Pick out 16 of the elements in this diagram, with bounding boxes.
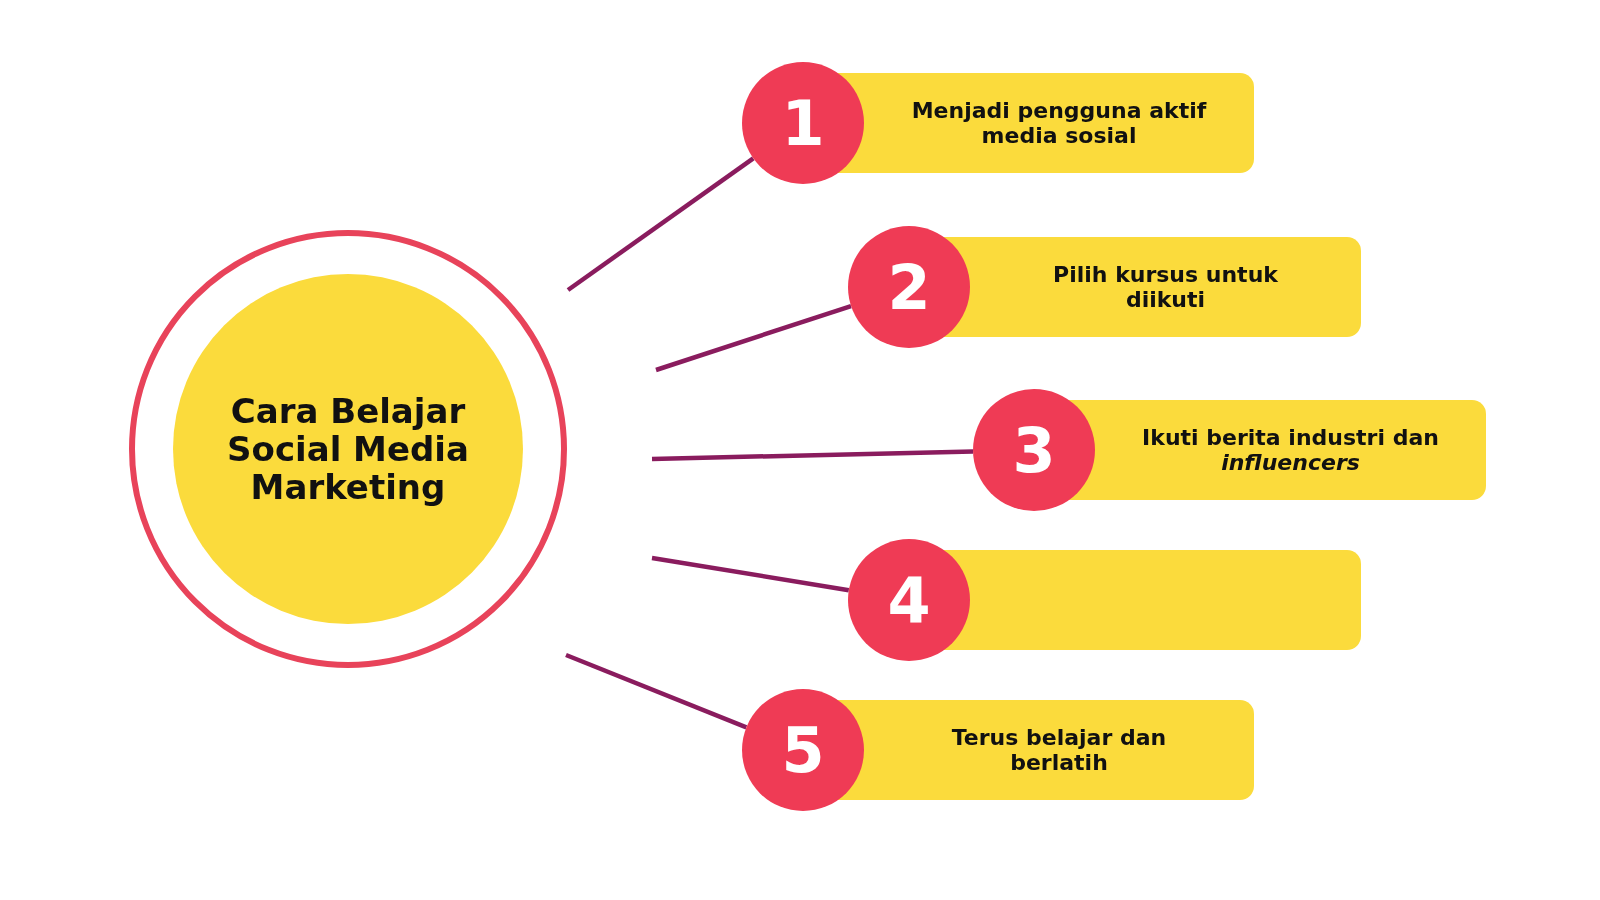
connector-line [566, 156, 755, 292]
connector-line [655, 303, 852, 373]
connector-line [651, 555, 850, 593]
connector-line [651, 449, 974, 462]
step-number: 1 [742, 62, 864, 184]
step-number: 4 [848, 539, 970, 661]
step-text: Pilih kursus untuk diikuti [1052, 261, 1279, 313]
step-number: 3 [973, 389, 1095, 511]
step-number: 5 [742, 689, 864, 811]
center-circle [129, 230, 567, 668]
step-text: Ikuti berita industri dan influencers [1141, 424, 1440, 476]
title-text: Cara Belajar Social Media Marketing [226, 391, 470, 507]
connector-line [565, 652, 748, 730]
step-text: Menjadi pengguna aktif media sosial [910, 97, 1208, 149]
step-number: 2 [848, 226, 970, 348]
step-text: Terus belajar dan berlatih [950, 724, 1168, 776]
